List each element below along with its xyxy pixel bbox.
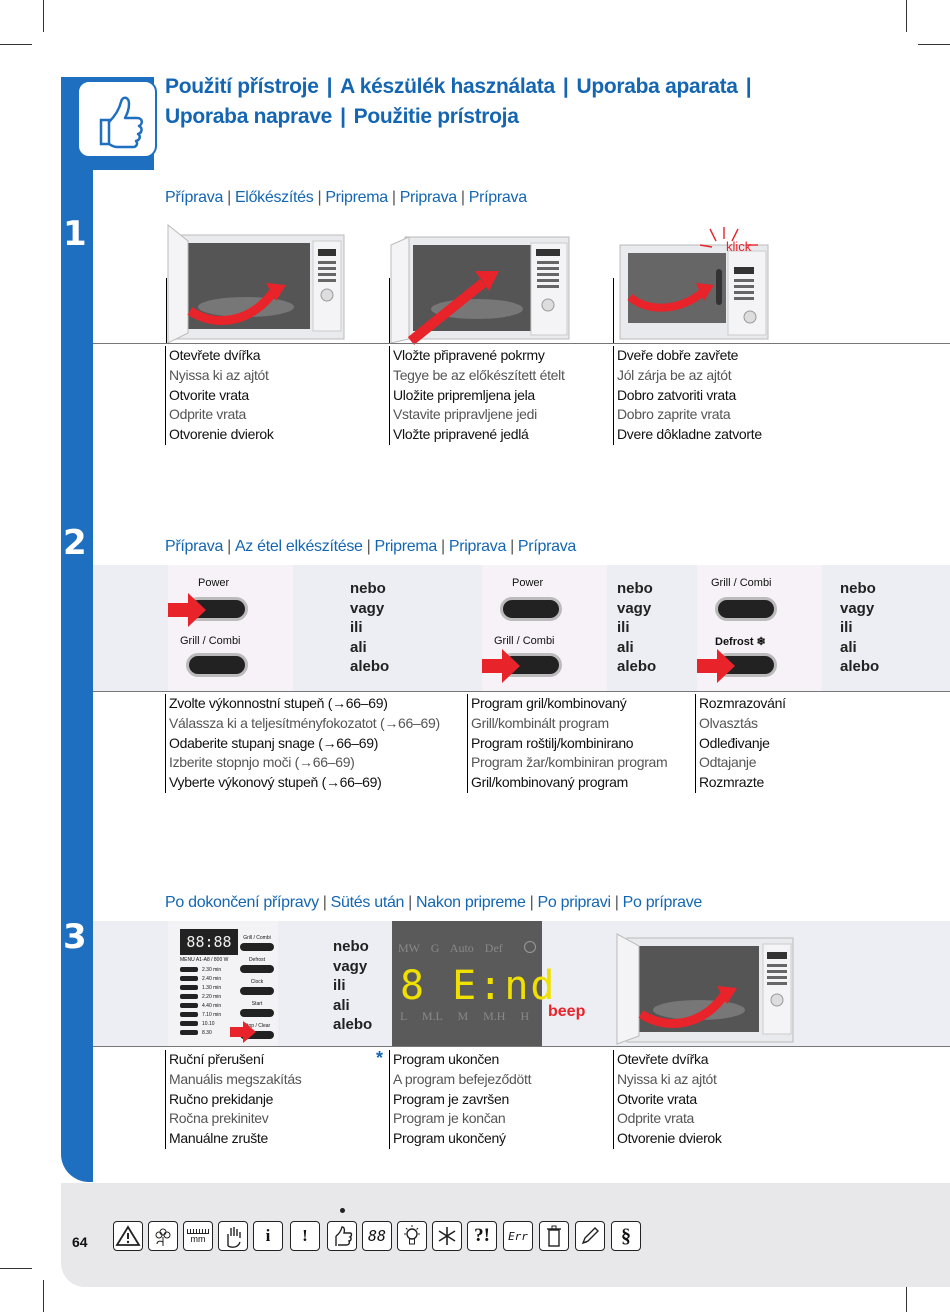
clock-button[interactable] xyxy=(240,987,274,995)
step-number: 3 xyxy=(63,917,87,957)
err-icon: Err xyxy=(503,1221,533,1251)
ruler-mm-icon: mm xyxy=(183,1221,213,1251)
step-caption: Zvolte výkonnostní stupeň (→66–69)Válass… xyxy=(165,694,440,793)
microwave-open-photo xyxy=(616,930,797,1046)
display-labels-top: MW G Auto Def xyxy=(398,941,503,955)
button-label: Power xyxy=(512,577,544,589)
star-icon xyxy=(432,1221,462,1251)
stop-clear-button[interactable] xyxy=(240,1031,274,1039)
grill-combi-button[interactable] xyxy=(186,653,248,677)
lightbulb-icon xyxy=(397,1221,427,1251)
button-label: Grill / Combi xyxy=(180,635,241,647)
divider xyxy=(389,278,390,343)
thumbs-up-icon xyxy=(327,1221,357,1251)
red-arrow-icon xyxy=(697,649,735,683)
button-label: Grill / Combi xyxy=(494,635,555,647)
step-number: 1 xyxy=(63,214,87,254)
end-text: 8 E:nd xyxy=(400,963,557,1009)
klick-label: klick xyxy=(726,239,752,254)
crop-mark xyxy=(906,1280,907,1312)
display-88-icon: 88 xyxy=(362,1221,392,1251)
red-arrow-icon xyxy=(168,593,206,627)
question-exclamation-icon: ?! xyxy=(467,1221,497,1251)
trash-icon xyxy=(539,1221,569,1251)
crop-mark xyxy=(0,44,32,45)
flower-icon xyxy=(148,1221,178,1251)
hand-icon xyxy=(218,1221,248,1251)
menu-label: MENU A1-A8 / 800 W xyxy=(180,957,229,963)
page-title-line2: Uporaba naprave|Použitie prístroja xyxy=(165,105,519,128)
section-heading: Příprava|Az étel elkészítése|Priprema|Pr… xyxy=(165,538,576,555)
red-arrow-icon xyxy=(482,649,520,683)
divider xyxy=(166,278,167,343)
exclamation-icon: ! xyxy=(290,1221,320,1251)
microwave-open-photo xyxy=(167,223,348,344)
paragraph-icon: § xyxy=(611,1221,641,1251)
divider xyxy=(93,343,950,344)
control-panel-photo: Power Grill / Combi xyxy=(482,565,607,691)
display-labels-bottom: L M.L M M.H H xyxy=(400,1009,530,1023)
thumbs-up-icon xyxy=(99,96,143,149)
crop-mark xyxy=(43,1280,44,1312)
menu-list: 2.30 min 2.40 min 1.30 min 2.20 min 4.40… xyxy=(180,965,234,1037)
control-panel-photo: Grill / Combi Defrost ❄ xyxy=(697,565,822,691)
step-number: 2 xyxy=(63,523,87,563)
crop-mark xyxy=(918,44,950,45)
control-panel-photo: 88:88 MENU A1-A8 / 800 W 2.30 min 2.40 m… xyxy=(168,921,278,1046)
dot-marker xyxy=(340,1208,345,1213)
start-button[interactable] xyxy=(240,1009,274,1017)
divider xyxy=(613,278,614,343)
section-heading: Příprava|Előkészítés|Priprema|Priprava|P… xyxy=(165,189,527,206)
beep-label: beep xyxy=(548,1003,586,1020)
footnote-asterisk: * xyxy=(376,1048,384,1068)
grill-combi-button[interactable] xyxy=(240,943,274,951)
info-icon: i xyxy=(253,1221,283,1251)
red-arrow-icon xyxy=(230,1021,256,1043)
grill-combi-button[interactable] xyxy=(715,597,777,621)
led-display: 88:88 xyxy=(180,929,238,955)
thumbs-up-logo xyxy=(77,80,157,158)
defrost-button[interactable] xyxy=(240,965,274,973)
crop-mark xyxy=(906,0,907,32)
divider xyxy=(93,1046,950,1047)
crop-mark xyxy=(43,0,44,32)
power-button[interactable] xyxy=(500,597,562,621)
button-column: Grill / Combi Defrost Clock Start Stop /… xyxy=(240,935,274,1045)
pencil-icon xyxy=(575,1221,605,1251)
end-display: MW G Auto Def 8 E:nd L M.L M M.H H xyxy=(392,921,555,1046)
warning-icon xyxy=(113,1221,143,1251)
crop-mark xyxy=(0,1268,32,1269)
button-label: Defrost ❄ xyxy=(715,636,766,648)
section-heading: Po dokončení přípravy|Sütés után|Nakon p… xyxy=(165,894,702,911)
page-number: 64 xyxy=(72,1234,88,1250)
button-label: Grill / Combi xyxy=(711,577,772,589)
control-panel-photo: Power Grill / Combi xyxy=(168,565,293,691)
button-label: Power xyxy=(198,577,230,589)
divider xyxy=(93,691,950,692)
microwave-close-photo: klick xyxy=(616,225,786,343)
clock-icon xyxy=(524,941,536,953)
sidebar-bar xyxy=(61,77,93,1182)
page-title-line1: Použití přístroje|A készülék használata|… xyxy=(165,75,752,98)
microwave-insert-photo xyxy=(390,225,571,345)
